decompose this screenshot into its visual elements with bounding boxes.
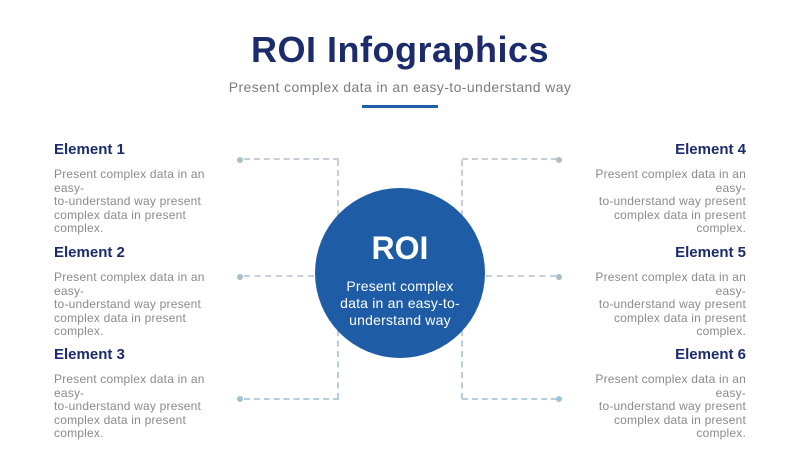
connector-element-6-hline (462, 398, 557, 400)
element-3-body: Present complex data in an easy- to-unde… (54, 372, 205, 440)
connector-element-4-dot (556, 157, 562, 163)
connector-element-1-hline (244, 158, 339, 160)
connector-element-3-vline (337, 330, 339, 399)
roi-center-circle: ROI Present complex data in an easy-to- … (315, 188, 485, 358)
element-1-title: Element 1 (54, 141, 125, 158)
connector-element-6-vline (461, 330, 463, 399)
element-5-body: Present complex data in an easy- to-unde… (595, 270, 746, 338)
element-2-title: Element 2 (54, 244, 125, 261)
connector-element-5-hline (486, 275, 556, 277)
connector-element-3-dot (237, 396, 243, 402)
element-3-block: Element 3 Present complex data in an eas… (54, 347, 236, 441)
element-5-block: Element 5 Present complex data in an eas… (564, 245, 746, 339)
element-1-body: Present complex data in an easy- to-unde… (54, 167, 205, 235)
element-6-title: Element 6 (675, 346, 746, 363)
connector-element-4-hline (462, 158, 557, 160)
element-6-body: Present complex data in an easy- to-unde… (595, 372, 746, 440)
element-5-title: Element 5 (675, 244, 746, 261)
connector-element-1-vline (337, 160, 339, 216)
element-3-title: Element 3 (54, 346, 125, 363)
page-title: ROI Infographics (250, 29, 550, 70)
roi-description: Present complex data in an easy-to- unde… (340, 278, 460, 328)
connector-element-3-hline (244, 398, 339, 400)
connector-element-2-dot (237, 274, 243, 280)
element-4-block: Element 4 Present complex data in an eas… (564, 142, 746, 236)
element-6-block: Element 6 Present complex data in an eas… (564, 347, 746, 441)
element-2-block: Element 2 Present complex data in an eas… (54, 245, 236, 339)
page-subtitle: Present complex data in an easy-to-under… (228, 79, 572, 95)
connector-element-2-hline (244, 275, 314, 277)
connector-element-1-dot (237, 157, 243, 163)
element-2-body: Present complex data in an easy- to-unde… (54, 270, 205, 338)
header: ROI Infographics Present complex data in… (0, 0, 800, 108)
connector-element-6-dot (556, 396, 562, 402)
element-4-title: Element 4 (675, 141, 746, 158)
element-1-block: Element 1 Present complex data in an eas… (54, 142, 236, 236)
title-divider (362, 105, 438, 108)
connector-element-4-vline (461, 160, 463, 216)
roi-label: ROI (371, 230, 429, 266)
element-4-body: Present complex data in an easy- to-unde… (595, 167, 746, 235)
connector-element-5-dot (556, 274, 562, 280)
